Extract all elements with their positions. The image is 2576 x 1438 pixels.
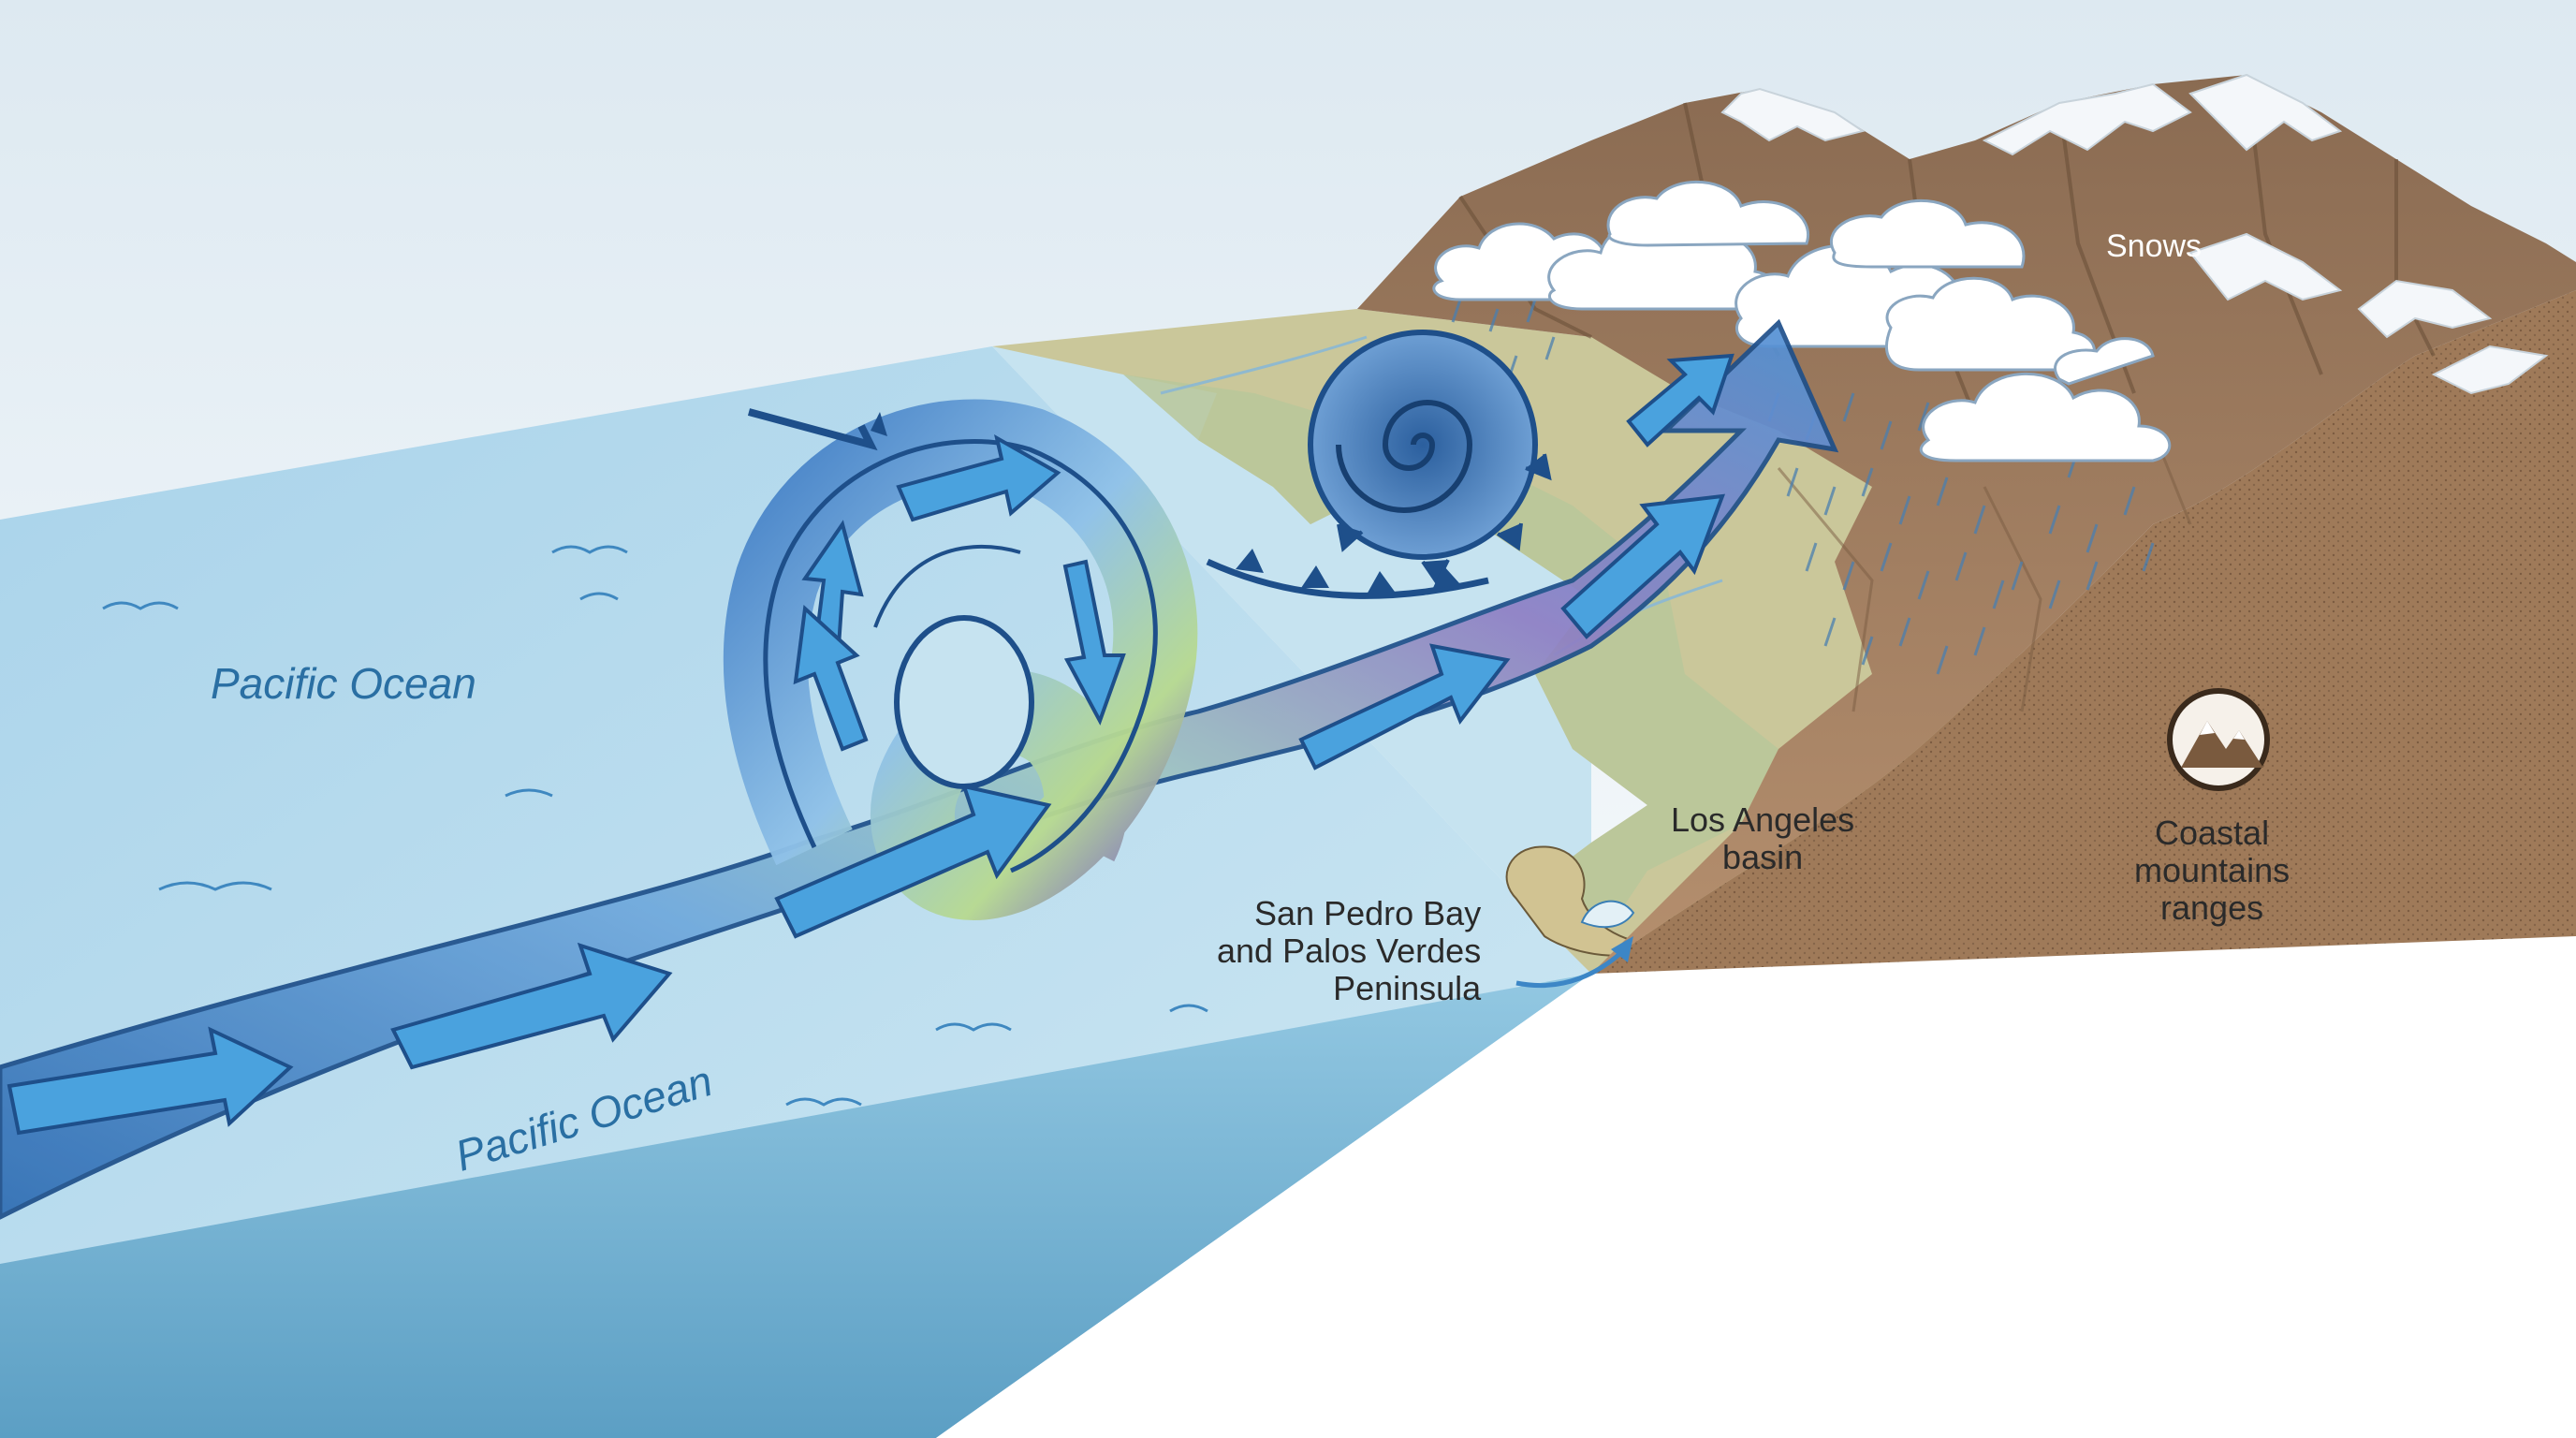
basin-line-2: basin [1722,838,1804,876]
basin-line-1: Los Angeles [1671,800,1855,839]
label-snows: Snows [2106,228,2203,264]
bay-line-2: and Palos Verdes [1217,932,1482,970]
storm-clouds [1432,180,2172,462]
label-san-pedro-bay: San Pedro Bay and Palos Verdes Peninsula [1217,895,1481,1007]
low-pressure-spiral [1308,330,1552,586]
soil-cross-section [1591,290,2576,974]
snow-caps [1720,73,2549,395]
ocean-side [0,974,1591,1438]
flow-arrows [7,353,1734,1136]
bay-line-1: San Pedro Bay [1254,894,1482,932]
incoming-flow-arrow [747,408,878,451]
label-coastal-mountains: Coastal mountains ranges [2134,814,2290,927]
mountains-line-1: Coastal [2155,814,2270,852]
ocean-ripples [102,545,1208,1107]
bay-line-3: Peninsula [1333,969,1482,1007]
label-los-angeles-basin: Los Angeles basin [1671,801,1854,876]
mountains-line-3: ranges [2160,888,2264,927]
label-pacific-ocean-upper: Pacific Ocean [211,659,476,708]
jet-loop [723,399,1198,920]
cold-front-line [1206,558,1489,599]
mountains-line-2: mountains [2134,851,2291,889]
mountain-badge-icon [2167,688,2270,791]
